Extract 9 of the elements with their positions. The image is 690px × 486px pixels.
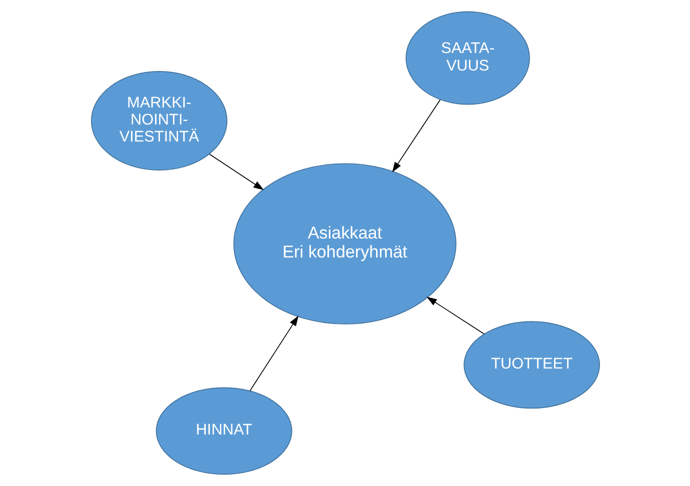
arrow [208,154,264,190]
node-ellipse: HINNAT [155,387,292,475]
arrow [249,316,298,392]
node-ellipse: MARKKI- NOINTI- VIESTINTÄ [90,71,227,171]
arrow [392,99,440,172]
arrow [426,296,484,334]
node-ellipse: SAATA- VUUS [405,11,530,105]
node-ellipse: TUOTTEET [463,321,600,409]
node-ellipse: Asiakkaat Eri kohderyhmät [232,163,456,324]
